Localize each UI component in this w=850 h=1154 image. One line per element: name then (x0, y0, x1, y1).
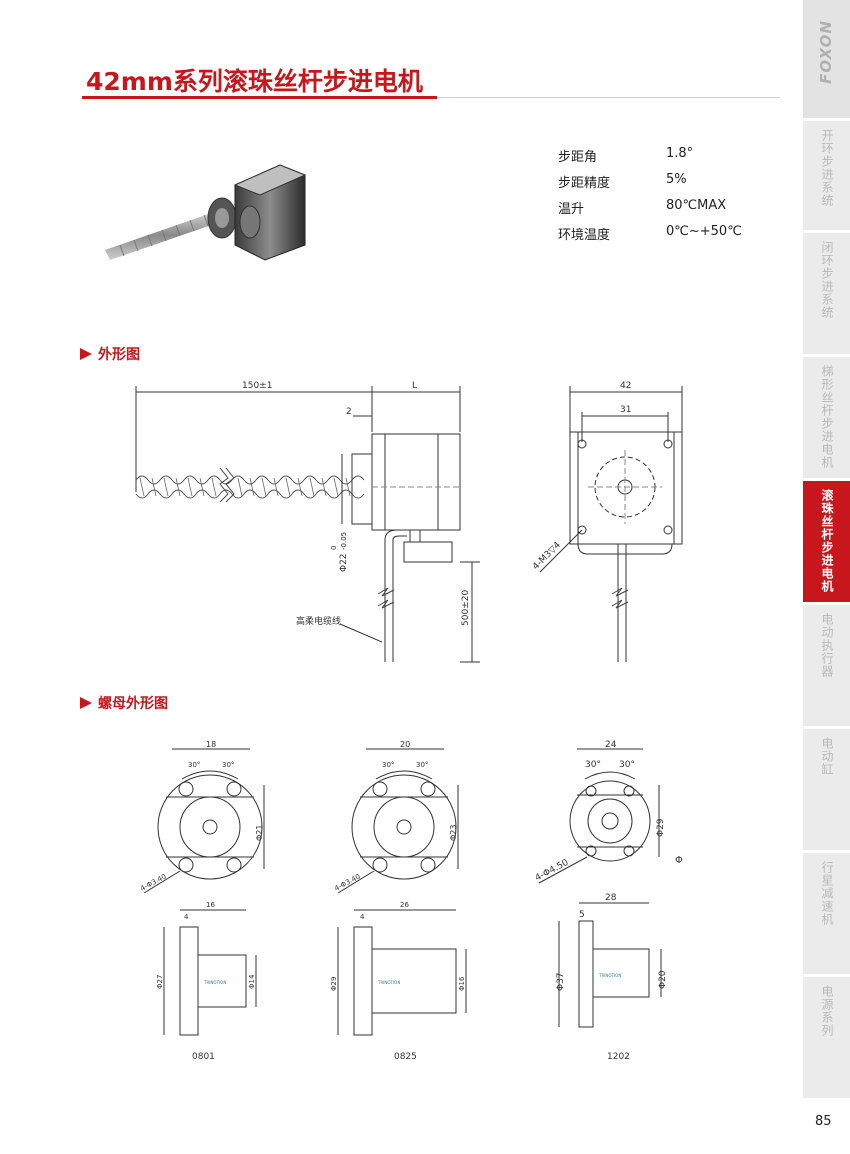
dim-body-length: 16 (206, 901, 215, 909)
outline-front-view: 42 31 4-M3▽4 (531, 381, 683, 662)
section-nut-outline-heading: 螺母外形图 (80, 693, 168, 713)
dim-shaft: Φ22 (339, 553, 349, 572)
brand-mark: TRINOTION (598, 973, 621, 978)
spec-value: 5% (666, 172, 687, 187)
dim-flange-dia: Φ29 (330, 977, 338, 991)
dim-angle: 30° (585, 760, 601, 770)
tab-planetary-reducer[interactable]: 行星减速机 (803, 853, 850, 974)
spec-label: 环境温度 (558, 228, 611, 243)
spec-table: 步距角 1.8° 步距精度 5% 温升 80℃MAX 环境温度 0℃~+50℃ (558, 146, 756, 250)
dim-angle: 30° (222, 761, 234, 769)
brand-logo: FOXON (817, 20, 835, 84)
screw-shaft-photo (105, 210, 226, 260)
triangle-icon (80, 697, 92, 709)
tab-closed-loop[interactable]: 闭环步进系统 (803, 233, 850, 354)
dim-length: 150±1 (242, 381, 272, 391)
cable-label: 高柔电缆线 (296, 615, 341, 627)
nut-drawing-1202: 24 30° 30° Φ29 Φ 4-Φ4.50 28 5 Φ37 Φ20 TR… (534, 740, 683, 1062)
dim-holes: 4-Φ4.50 (534, 858, 571, 884)
page-number: 85 (815, 1114, 832, 1129)
spec-value: 1.8° (666, 146, 694, 161)
dim-body-dia: Φ20 (658, 970, 668, 989)
dim-angle: 30° (416, 761, 428, 769)
dim-top-width: 18 (206, 740, 216, 749)
nut-code: 1202 (607, 1052, 630, 1062)
tab-ball-screw[interactable]: 滚珠丝杆步进电机 (803, 481, 850, 602)
dim-top-width: 24 (605, 740, 617, 750)
spec-row: 环境温度 0℃~+50℃ (558, 224, 756, 250)
spec-row: 步距角 1.8° (558, 146, 756, 172)
title-underline (82, 96, 437, 99)
tab-power-supply[interactable]: 电源系列 (803, 977, 850, 1098)
dim-2: 2 (346, 407, 352, 417)
tab-cylinder[interactable]: 电动缸 (803, 729, 850, 850)
dim-body-dia: Φ14 (248, 974, 256, 989)
dim-body-length: 28 (605, 893, 617, 903)
dim-angle: 30° (188, 761, 200, 769)
brand-mark: TRINOTION (203, 980, 226, 985)
section-outline-heading: 外形图 (80, 344, 140, 364)
spec-value: 0℃~+50℃ (666, 224, 742, 239)
dim-flange-thickness: 5 (579, 910, 585, 920)
dim-31: 31 (620, 405, 631, 415)
brand-mark: TRINOTION (377, 980, 400, 985)
dim-body-dia: Φ16 (458, 976, 466, 991)
tab-actuator[interactable]: 电动执行器 (803, 605, 850, 726)
page-title: 42mm系列滚珠丝杆步进电机 (86, 67, 423, 96)
dim-top-width: 20 (400, 740, 410, 749)
brand-logo-area: FOXON (803, 0, 850, 118)
dim-holes: 4-Φ3.40 (139, 873, 168, 893)
dim-body-length: 26 (400, 901, 409, 909)
dim-L: L (412, 381, 417, 391)
dim-pcd: Φ29 (656, 818, 666, 837)
nut-code: 0825 (394, 1052, 417, 1062)
dim-flange-thickness: 4 (184, 913, 189, 921)
product-photo (105, 164, 307, 261)
spec-label: 步距精度 (558, 176, 611, 191)
dim-flange-thickness: 4 (360, 913, 365, 921)
dim-angle: 30° (382, 761, 394, 769)
dim-pcd: Φ21 (255, 825, 264, 841)
spec-label: 温升 (558, 202, 585, 217)
dim-holes: 4-Φ3.40 (333, 873, 362, 893)
dim-screw: 4-M3▽4 (531, 540, 563, 572)
category-sidebar: FOXON 开环步进系统 闭环步进系统 梯形丝杆步进电机 滚珠丝杆步进电机 电动… (803, 0, 850, 1100)
spec-value: 80℃MAX (666, 198, 727, 213)
dim-flange-dia: Φ37 (556, 972, 566, 991)
spec-label: 步距角 (558, 150, 598, 165)
spec-row: 步距精度 5% (558, 172, 756, 198)
nut-drawing-0801: 18 30° 30° Φ21 4-Φ3.40 16 4 Φ27 Φ14 TRIN… (139, 740, 265, 1062)
triangle-icon (80, 348, 92, 360)
spec-row: 温升 80℃MAX (558, 198, 756, 224)
tab-trapezoidal-screw[interactable]: 梯形丝杆步进电机 (803, 357, 850, 478)
dim-cable-length: 500±20 (461, 590, 471, 626)
tab-open-loop[interactable]: 开环步进系统 (803, 121, 850, 230)
dim-tol-bot: -0.05 (340, 532, 348, 550)
dim-42: 42 (620, 381, 631, 391)
nut-drawing-0825: 20 30° 30° Φ23 4-Φ3.40 26 4 Φ29 Φ16 TRIN… (330, 740, 467, 1062)
outline-side-view: 150±1 L 2 Φ22 0 -0.05 高柔电缆线 500±20 (135, 381, 480, 663)
nut-code: 0801 (192, 1052, 215, 1062)
dim-pcd: Φ23 (449, 825, 458, 841)
dim-extra: Φ (675, 855, 683, 866)
dim-angle: 30° (619, 760, 635, 770)
dim-tol-top: 0 (330, 546, 338, 550)
dim-flange-dia: Φ27 (156, 975, 164, 989)
